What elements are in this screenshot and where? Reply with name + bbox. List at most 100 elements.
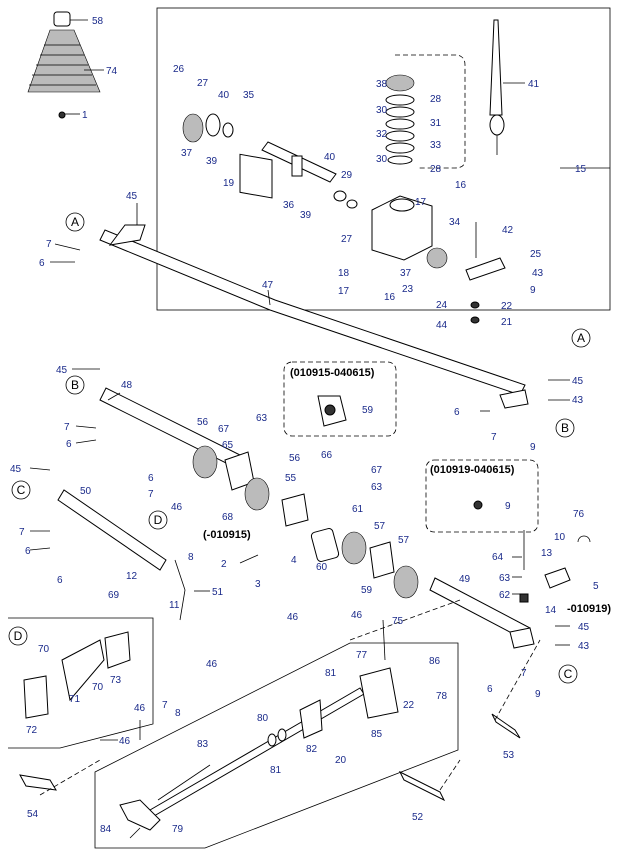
callout-8-a: 8 — [188, 552, 194, 563]
callout-30-a: 30 — [376, 105, 388, 116]
callout-16-b: 16 — [384, 292, 396, 303]
upper-assembly-frame — [156, 7, 611, 311]
callout-46-c: 46 — [351, 610, 363, 621]
svg-text:A: A — [577, 331, 585, 345]
screw-1 — [58, 111, 66, 119]
callout-17-a: 17 — [415, 197, 427, 208]
callout-6-e: 6 — [25, 546, 31, 557]
callout-22-a: 22 — [501, 301, 513, 312]
callout-66: 66 — [321, 450, 333, 461]
callout-73: 73 — [110, 675, 122, 686]
callout-77: 77 — [356, 650, 368, 661]
callout-9-c: 9 — [505, 501, 511, 512]
callout-8-b: 8 — [175, 708, 181, 719]
callout-21: 21 — [501, 317, 513, 328]
lower-assembly — [19, 667, 521, 831]
callout-45-a: 45 — [126, 191, 138, 202]
callout-68: 68 — [222, 512, 234, 523]
callout-63-a: 63 — [256, 413, 268, 424]
callout-43-a: 43 — [532, 268, 544, 279]
svg-text:C: C — [564, 667, 573, 681]
callout-63-c: 63 — [499, 573, 511, 584]
callout-47: 47 — [262, 280, 274, 291]
callout-38: 38 — [376, 79, 388, 90]
callout-32: 32 — [376, 129, 388, 140]
range-box-2 — [425, 459, 539, 533]
callout-46-f: 46 — [119, 736, 131, 747]
callout-5: 5 — [593, 581, 599, 592]
callout-49: 49 — [459, 574, 471, 585]
callout-44: 44 — [436, 320, 448, 331]
callout-9-b: 9 — [530, 442, 536, 453]
svg-text:D: D — [14, 629, 23, 643]
callout-57-a: 57 — [374, 521, 386, 532]
callout-24: 24 — [436, 300, 448, 311]
callout-83: 83 — [197, 739, 209, 750]
callout-81-a: 81 — [325, 668, 337, 679]
callout-46-e: 46 — [134, 703, 146, 714]
callout-9-a: 9 — [530, 285, 536, 296]
callout-19: 19 — [223, 178, 235, 189]
group-label-d-mid: D — [148, 510, 168, 530]
group-markers: A A B B C C D D — [8, 212, 591, 684]
callout-76: 76 — [573, 509, 585, 520]
callout-45-d: 45 — [10, 464, 22, 475]
callout-34: 34 — [449, 217, 461, 228]
range-label-1: (010915-040615) — [290, 367, 375, 379]
callout-55: 55 — [285, 473, 297, 484]
gear-lever — [489, 19, 505, 155]
group-label-c-right: C — [558, 664, 578, 684]
callout-65: 65 — [222, 440, 234, 451]
callout-78: 78 — [436, 691, 448, 702]
callout-26: 26 — [173, 64, 185, 75]
callout-75: 75 — [392, 616, 404, 627]
callout-6-b: 6 — [66, 439, 72, 450]
callout-6-d: 6 — [148, 473, 154, 484]
range-label-2: (010919-040615) — [430, 464, 515, 476]
shift-rod-47 — [99, 224, 529, 409]
svg-text:D: D — [154, 513, 163, 527]
svg-text:B: B — [561, 421, 569, 435]
leader-lines — [29, 19, 570, 839]
group-label-b-left: B — [65, 375, 85, 395]
callout-46-d: 46 — [206, 659, 218, 670]
lower-assembly-frame — [94, 642, 459, 849]
gear-link-dashed — [395, 54, 466, 169]
callout-4: 4 — [291, 555, 297, 566]
group-label-a-top: A — [65, 212, 85, 232]
callout-70-a: 70 — [38, 644, 50, 655]
callout-50: 50 — [80, 486, 92, 497]
callout-43-b: 43 — [572, 395, 584, 406]
callout-67-a: 67 — [218, 424, 230, 435]
callout-45-b: 45 — [56, 365, 68, 376]
rod-48 — [99, 387, 255, 491]
callout-79: 79 — [172, 824, 184, 835]
callout-59-b: 59 — [361, 585, 373, 596]
callout-85: 85 — [371, 729, 383, 740]
callout-33: 33 — [430, 140, 442, 151]
callout-13: 13 — [541, 548, 553, 559]
callout-42: 42 — [502, 225, 514, 236]
callout-31: 31 — [430, 118, 442, 129]
group-label-c-left: C — [11, 480, 31, 500]
callout-10: 10 — [554, 532, 566, 543]
callout-46-a: 46 — [171, 502, 183, 513]
callout-3: 3 — [255, 579, 261, 590]
callout-numbers: 58 74 1 15 41 26 27 40 35 37 39 19 38 28… — [10, 16, 599, 835]
callout-17-b: 17 — [338, 286, 350, 297]
callout-40-a: 40 — [218, 90, 230, 101]
callout-46-b: 46 — [287, 612, 299, 623]
callout-7-c: 7 — [491, 432, 497, 443]
callout-27-b: 27 — [341, 234, 353, 245]
group-label-a-right: A — [571, 328, 591, 348]
callout-22-b: 22 — [403, 700, 415, 711]
callout-37-a: 37 — [181, 148, 193, 159]
callout-67-b: 67 — [371, 465, 383, 476]
callout-7-e: 7 — [19, 527, 25, 538]
boot-74 — [27, 29, 101, 93]
rod-49 — [429, 577, 535, 649]
callout-6-c: 6 — [454, 407, 460, 418]
callout-43-c: 43 — [578, 641, 590, 652]
callout-80: 80 — [257, 713, 269, 724]
